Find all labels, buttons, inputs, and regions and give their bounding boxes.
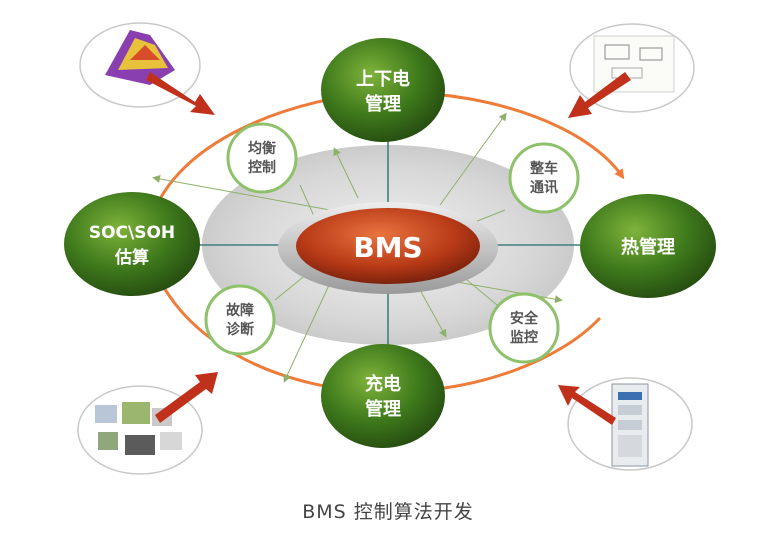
thumb-bottom-right	[558, 377, 693, 471]
node-label-line2: 估算	[114, 247, 149, 268]
diagram-caption: BMS 控制算法开发	[302, 501, 474, 523]
node-label-line1: 上下电	[356, 68, 410, 90]
subnode-balance-control: 均衡 控制	[226, 122, 298, 194]
svg-text:诊断: 诊断	[226, 321, 254, 338]
node-charging-management: 充电 管理	[321, 344, 445, 448]
subnode-fault-diagnosis: 故障 诊断	[204, 284, 276, 356]
red-arrow-icon	[558, 385, 616, 425]
svg-text:监控: 监控	[510, 329, 538, 346]
red-arrow-icon	[155, 372, 218, 423]
node-label-line1: SOC\SOH	[89, 223, 175, 243]
svg-text:通讯: 通讯	[530, 180, 558, 196]
red-arrow-icon	[568, 72, 631, 118]
center-label: BMS	[353, 231, 422, 264]
center-node: BMS	[278, 202, 498, 294]
red-arrow-icon	[146, 72, 215, 115]
svg-text:整车: 整车	[529, 160, 558, 177]
node-label-line2: 管理	[365, 398, 401, 420]
node-label-line1: 充电	[365, 373, 401, 395]
svg-text:均衡: 均衡	[248, 140, 276, 157]
svg-text:安全: 安全	[510, 310, 539, 327]
thumb-top-right	[568, 23, 695, 118]
thumb-top-left	[79, 22, 215, 115]
svg-text:故障: 故障	[226, 302, 254, 319]
svg-text:控制: 控制	[248, 159, 276, 176]
subnode-safety-monitoring: 安全 监控	[488, 292, 560, 364]
thumb-bottom-left	[77, 372, 218, 475]
node-power-management: 上下电 管理	[321, 38, 445, 142]
subnode-vehicle-communication: 整车 通讯	[508, 142, 580, 214]
node-label-line2: 管理	[365, 93, 401, 115]
node-soc-soh-estimation: SOC\SOH 估算	[64, 192, 200, 296]
node-label-line1: 热管理	[621, 236, 675, 258]
node-thermal-management: 热管理	[580, 194, 716, 298]
